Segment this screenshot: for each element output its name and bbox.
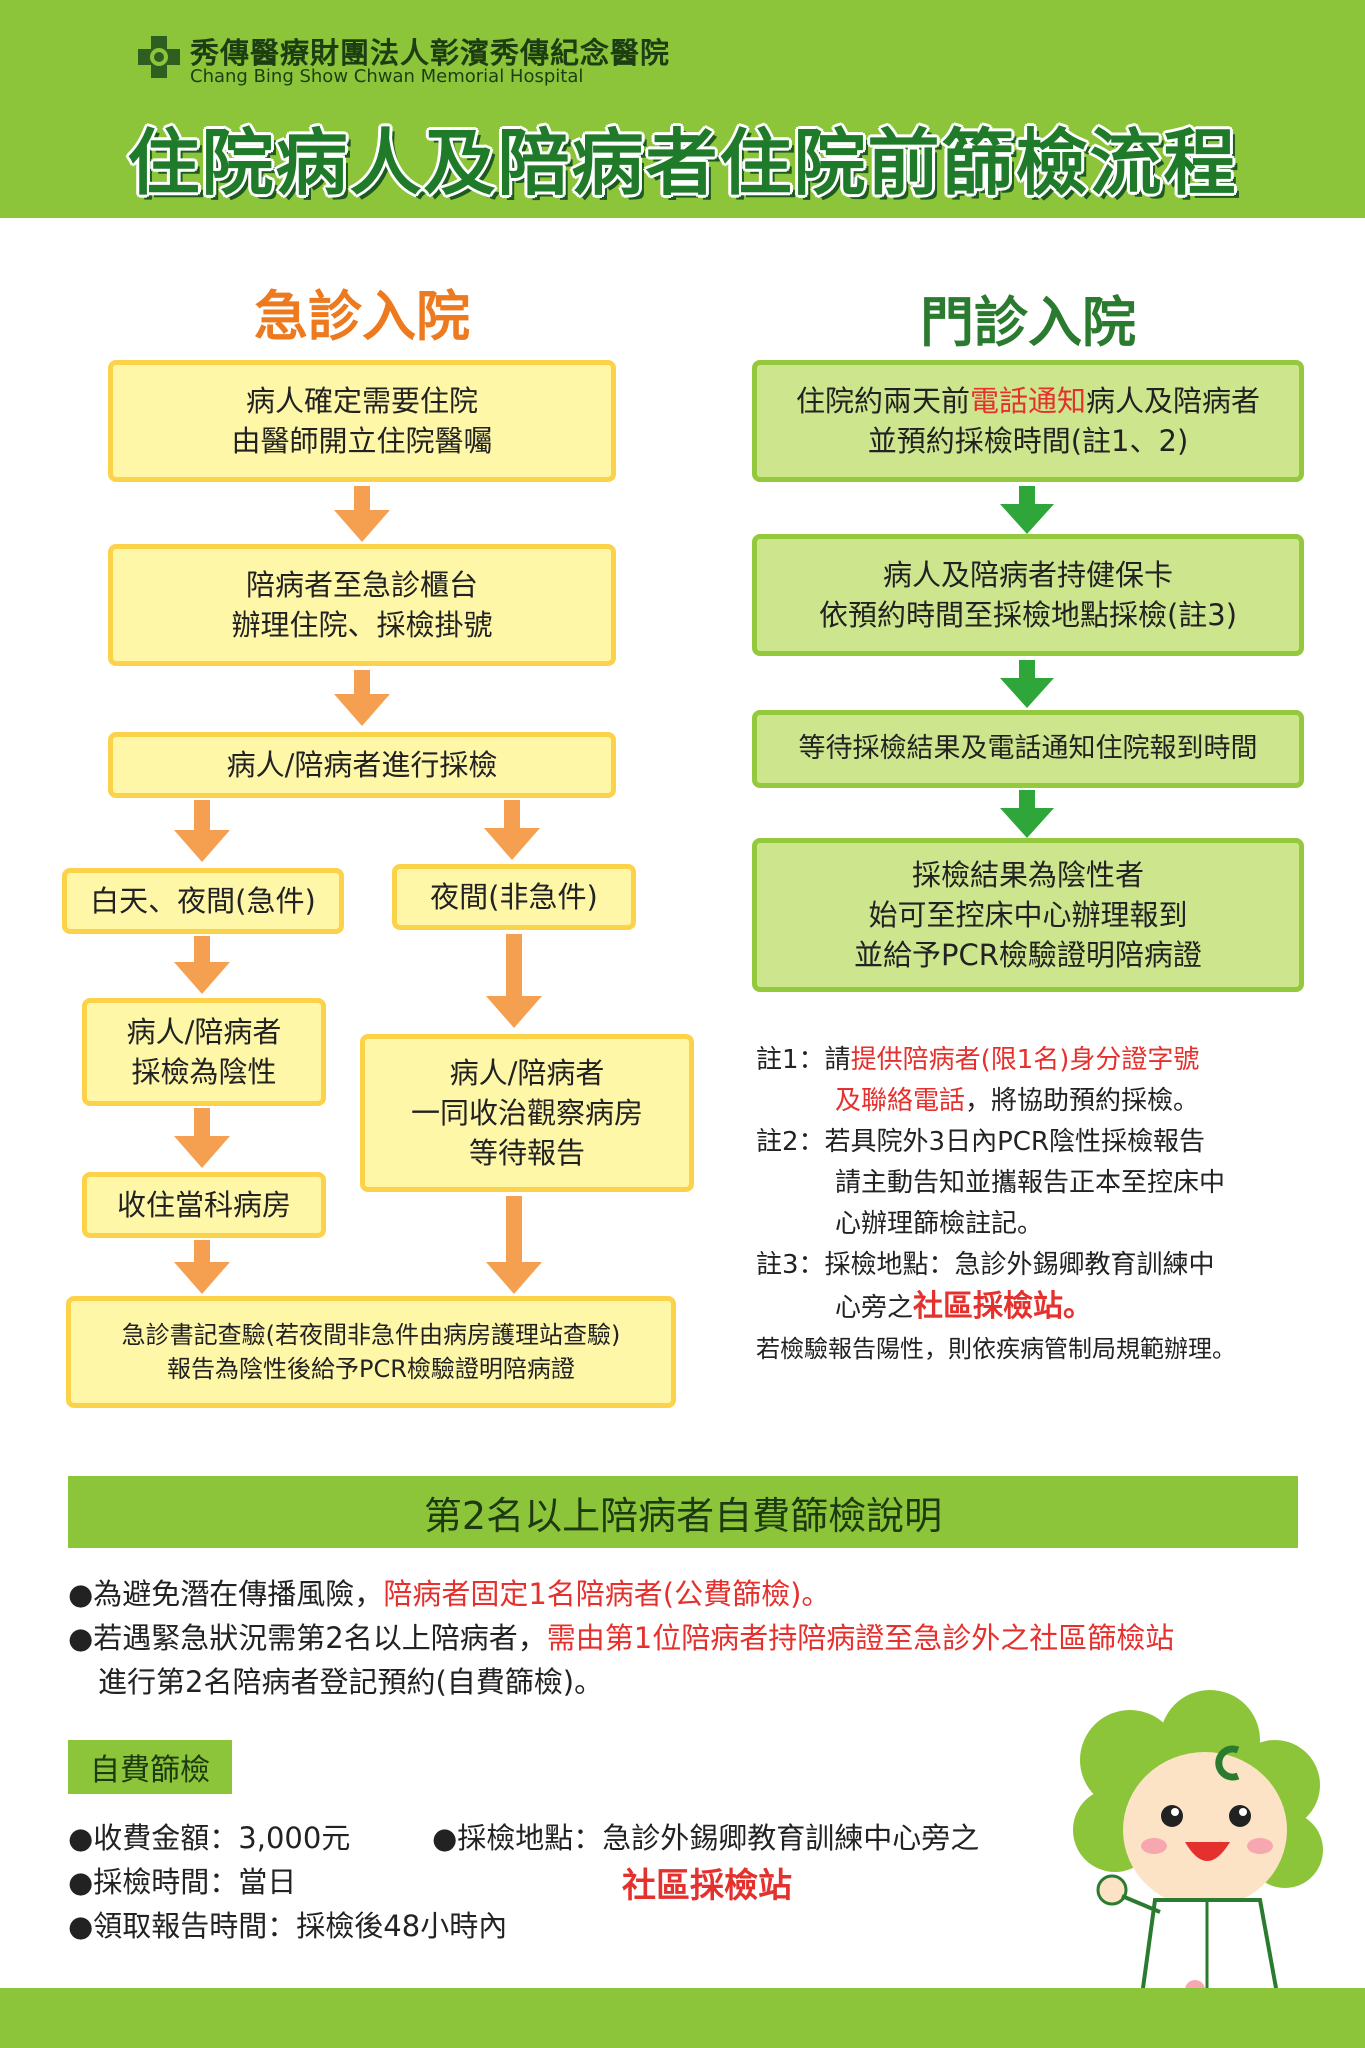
selfpay-band: 第2名以上陪病者自費篩檢說明 (68, 1476, 1298, 1548)
note-1-highlight: 提供陪病者(限1名)身分證字號 (850, 1045, 1200, 1075)
hospital-name-zh: 秀傳醫療財團法人彰濱秀傳紀念醫院 (190, 36, 671, 70)
cross-logo-icon (138, 36, 180, 78)
note-positive: 若檢驗報告陽性，則依疾病管制局規範辦理。 (756, 1335, 1236, 1363)
note-1-line2: 及聯絡電話，將協助預約採檢。 (756, 1081, 1316, 1122)
selfpay-bullet-2-text: ●若遇緊急狀況需第2名以上陪病者， (68, 1621, 547, 1655)
selfpay-tag: 自費篩檢 (68, 1740, 232, 1794)
op-step-notify-line1: 住院約兩天前電話通知病人及陪病者 (796, 381, 1260, 421)
er-day-branch: 白天、夜間(急件) (62, 868, 344, 934)
down-arrow-icon (1000, 790, 1054, 838)
selfpay-report-time: ●領取報告時間：採檢後48小時內 (68, 1909, 508, 1943)
note-1-highlight-2: 及聯絡電話 (835, 1086, 966, 1116)
op-step-notify-text: 住院約兩天前 (795, 384, 970, 418)
note-2-line2: 請主動告知並攜報告正本至控床中 (835, 1168, 1226, 1198)
selfpay-location-highlight: 社區採檢站 (622, 1866, 792, 1906)
er-night-branch: 夜間(非急件) (392, 864, 636, 930)
emergency-heading: 急診入院 (254, 285, 470, 348)
hospital-name-en: Chang Bing Show Chwan Memorial Hospital (190, 66, 584, 87)
footer-bar (0, 1988, 1365, 2048)
down-arrow-icon (1000, 660, 1054, 708)
er-step-register: 陪病者至急診櫃台 辦理住院、採檢掛號 (108, 544, 616, 666)
page-title: 住院病人及陪病者住院前篩檢流程 (127, 121, 1238, 205)
selfpay-bullet-2: ●若遇緊急狀況需第2名以上陪病者，需由第1位陪病者持陪病證至急診外之社區篩檢站 (68, 1616, 1338, 1660)
down-arrow-icon (1000, 486, 1054, 534)
selfpay-bullet-1-text: ●為避免潛在傳播風險， (68, 1577, 384, 1611)
down-arrow-icon (334, 486, 390, 542)
selfpay-bullets: ●為避免潛在傳播風險，陪病者固定1名陪病者(公費篩檢)。 ●若遇緊急狀況需第2名… (68, 1572, 1338, 1704)
notes-block: 註1：請提供陪病者(限1名)身分證字號 及聯絡電話，將協助預約採檢。 註2：若具… (756, 1040, 1316, 1370)
op-step-notify-text-post: 病人及陪病者 (1086, 384, 1261, 418)
note-3-label: 註3： (756, 1250, 825, 1280)
note-3-text-2: 心旁之 (835, 1293, 914, 1323)
er-day-ward: 收住當科病房 (82, 1172, 326, 1238)
outpatient-heading: 門診入院 (920, 291, 1136, 354)
note-3-text: 採檢地點：急診外錫卿教育訓練中 (824, 1250, 1215, 1280)
op-step-notify: 住院約兩天前電話通知病人及陪病者 並預約採檢時間(註1、2) (752, 360, 1304, 482)
note-2-line3: 心辦理篩檢註記。 (835, 1209, 1044, 1239)
selfpay-bullet-2-highlight-2: 進行第2名陪病者登記預約(自費篩檢)。 (98, 1665, 604, 1699)
note-1-line1: 註1：請提供陪病者(限1名)身分證字號 (756, 1040, 1316, 1081)
selfpay-bullet-1-highlight: 陪病者固定1名陪病者(公費篩檢)。 (383, 1577, 831, 1611)
er-day-negative: 病人/陪病者 採檢為陰性 (82, 998, 326, 1106)
down-arrow-icon (486, 1196, 542, 1294)
selfpay-bullet-2-highlight: 需由第1位陪病者持陪病證至急診外之社區篩檢站 (546, 1621, 1175, 1655)
er-step-order: 病人確定需要住院 由醫師開立住院醫囑 (108, 360, 616, 482)
note-1-text-post: ，將協助預約採檢。 (965, 1086, 1200, 1116)
down-arrow-icon (484, 800, 540, 860)
selfpay-time: ●採檢時間：當日 (68, 1865, 297, 1899)
header-banner (0, 0, 1365, 218)
er-final-check: 急診書記查驗(若夜間非急件由病房護理站查驗) 報告為陰性後給予PCR檢驗證明陪病… (66, 1296, 676, 1408)
op-step-notify-highlight: 電話通知 (969, 384, 1086, 418)
note-1-text: 請 (824, 1045, 851, 1075)
note-2-label: 註2： (756, 1127, 825, 1157)
op-step-wait: 等待採檢結果及電話通知住院報到時間 (752, 710, 1304, 788)
down-arrow-icon (174, 800, 230, 862)
down-arrow-icon (174, 936, 230, 994)
selfpay-fee: ●收費金額：3,000元 (68, 1821, 351, 1855)
note-3-line2: 心旁之社區採檢站。 (756, 1286, 1316, 1329)
op-step-sampling: 病人及陪病者持健保卡 依預約時間至採檢地點採檢(註3) (752, 534, 1304, 656)
down-arrow-icon (174, 1108, 230, 1168)
clover-mascot-icon (1073, 1690, 1323, 2012)
note-3-highlight: 社區採檢站。 (913, 1289, 1094, 1324)
down-arrow-icon (174, 1240, 230, 1294)
note-3-line1: 註3：採檢地點：急診外錫卿教育訓練中 (756, 1245, 1316, 1286)
note-2-line1: 註2：若具院外3日內PCR陰性採檢報告 (756, 1122, 1316, 1163)
op-step-notify-line2: 並預約採檢時間(註1、2) (867, 424, 1189, 458)
down-arrow-icon (334, 670, 390, 726)
selfpay-bullet-1: ●為避免潛在傳播風險，陪病者固定1名陪病者(公費篩檢)。 (68, 1572, 1338, 1616)
er-night-observation: 病人/陪病者 一同收治觀察病房 等待報告 (360, 1034, 694, 1192)
er-step-sampling: 病人/陪病者進行採檢 (108, 732, 616, 798)
note-1-label: 註1： (756, 1045, 825, 1075)
op-step-negative: 採檢結果為陰性者 始可至控床中心辦理報到 並給予PCR檢驗證明陪病證 (752, 838, 1304, 992)
note-2-text: 若具院外3日內PCR陰性採檢報告 (824, 1127, 1205, 1157)
down-arrow-icon (486, 934, 542, 1028)
selfpay-location: ●採檢地點：急診外錫卿教育訓練中心旁之 (432, 1821, 980, 1855)
